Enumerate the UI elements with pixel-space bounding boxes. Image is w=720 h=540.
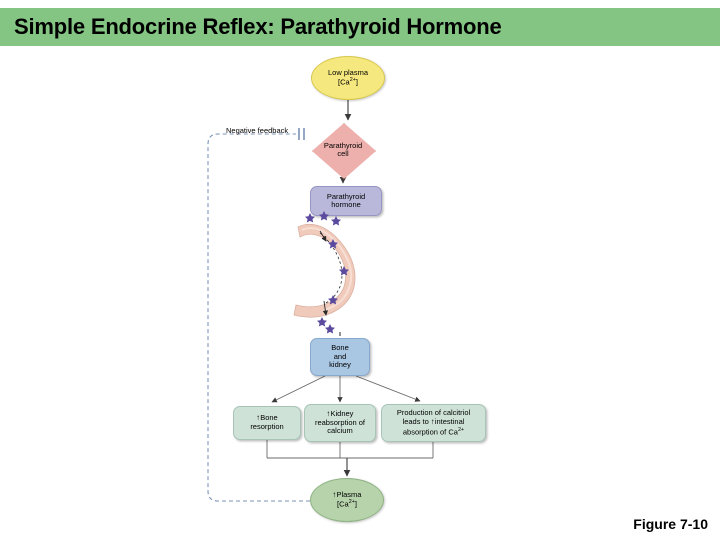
node-kidney-reabsorption-line1: ↑Kidney xyxy=(326,409,354,419)
node-parathyroid-cell[interactable]: Parathyroid cell xyxy=(312,123,376,179)
up-arrow-icon: ↑ xyxy=(430,416,435,426)
endocrine-reflex-diagram: Negative feedback Low plasma [Ca2+] Para… xyxy=(0,46,720,522)
node-calcitriol-line2: leads to ↑intestinal xyxy=(402,416,465,426)
negative-feedback-label: Negative feedback xyxy=(226,126,289,135)
up-arrow-icon: ↑ xyxy=(256,413,261,423)
node-plasma-up-line1: ↑Plasma xyxy=(332,489,362,499)
node-bone-resorption-line2: resorption xyxy=(250,422,284,432)
node-kidney-reabsorption-line3: calcium xyxy=(327,426,353,436)
up-arrow-icon: ↑ xyxy=(332,489,337,499)
node-bone-resorption-line1: ↑Bone xyxy=(256,413,278,423)
node-bone-kidney-line1: Bone xyxy=(331,343,349,353)
node-low-plasma-line1: Low plasma xyxy=(327,67,369,77)
slide-title-bar: Simple Endocrine Reflex: Parathyroid Hor… xyxy=(0,8,720,46)
node-calcitriol-line3: absorption of Ca2+ xyxy=(402,426,465,437)
node-low-plasma-calcium[interactable]: Low plasma [Ca2+] xyxy=(311,56,385,100)
node-bone-resorption[interactable]: ↑Bone resorption xyxy=(233,406,301,440)
node-calcitriol-line1: Production of calcitriol xyxy=(396,408,471,418)
node-pth-line2: hormone xyxy=(331,200,361,209)
node-low-plasma-line2: [Ca2+] xyxy=(338,77,358,87)
node-bone-and-kidney[interactable]: Bone and kidney xyxy=(310,338,370,376)
hormone-molecule-group xyxy=(305,211,349,334)
node-kidney-reabsorption-line2: reabsorption of xyxy=(314,418,366,428)
blood-vessel-illustration xyxy=(293,211,356,334)
node-pth-line1: Parathyroid xyxy=(326,191,366,201)
node-kidney-reabsorption[interactable]: ↑Kidney reabsorption of calcium xyxy=(304,404,376,442)
node-parathyroid-cell-line1: Parathyroid xyxy=(323,140,363,150)
figure-caption: Figure 7-10 xyxy=(633,516,708,532)
node-parathyroid-hormone[interactable]: Parathyroid hormone xyxy=(310,186,382,216)
node-plasma-up-line2: [Ca2+] xyxy=(337,499,357,509)
page-title: Simple Endocrine Reflex: Parathyroid Hor… xyxy=(14,14,502,39)
node-plasma-calcium-increase[interactable]: ↑Plasma [Ca2+] xyxy=(310,478,384,522)
diagram-connectors xyxy=(207,100,434,502)
node-calcitriol-production[interactable]: Production of calcitriol leads to ↑intes… xyxy=(381,404,486,442)
node-bone-kidney-line2: and xyxy=(333,351,347,361)
node-bone-kidney-line3: kidney xyxy=(329,360,351,370)
node-parathyroid-cell-line2: cell xyxy=(337,149,349,158)
up-arrow-icon: ↑ xyxy=(326,409,331,419)
